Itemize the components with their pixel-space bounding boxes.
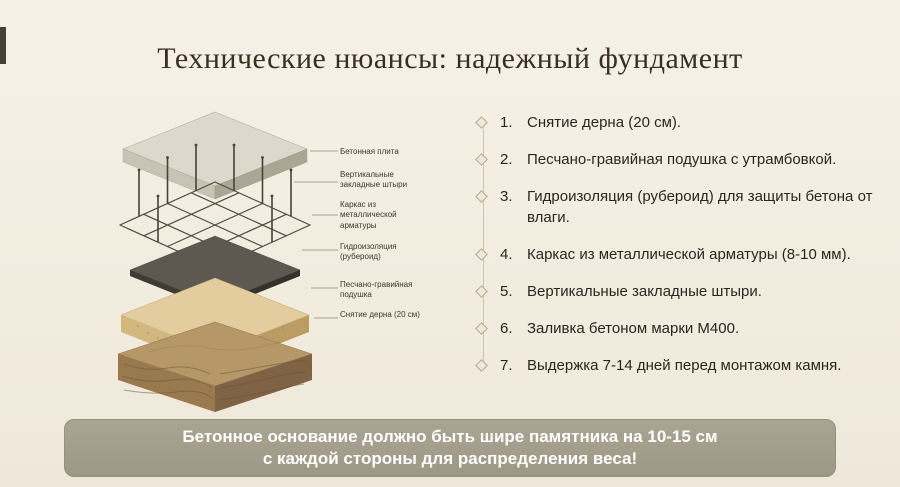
callout-banner: Бетонное основание должно быть шире памя…	[64, 419, 836, 477]
concrete-slab-layer	[122, 111, 308, 200]
left-edge-accent	[0, 27, 6, 64]
step-number: 7.	[500, 357, 513, 374]
diagram-label-rebar-frame: Каркас из металлической арматуры	[340, 200, 397, 230]
diagram-label-sand-cushion: Песчано-гравийная подушка	[340, 280, 413, 300]
label-connectors	[294, 150, 338, 319]
steps-list: 1. Снятие дерна (20 см). 2. Песчано-грав…	[468, 112, 882, 392]
list-item: 5. Вертикальные закладные штыри.	[468, 281, 882, 302]
diamond-bullet-icon	[468, 186, 500, 203]
step-text: Песчано-гравийная подушка с утрамбовкой.	[527, 151, 837, 168]
step-text: Заливка бетоном марки М400.	[527, 320, 740, 337]
step-text: Гидроизоляция (рубероид) для защиты бето…	[527, 188, 873, 226]
step-number: 5.	[500, 283, 513, 300]
diagram-label-waterproofing: Гидроизоляция (рубероид)	[340, 242, 397, 262]
list-item: 2. Песчано-гравийная подушка с утрамбовк…	[468, 149, 882, 170]
step-text: Снятие дерна (20 см).	[527, 114, 682, 131]
diagram-label-turf-removal: Снятие дерна (20 см)	[340, 310, 420, 319]
diamond-bullet-icon	[468, 355, 500, 372]
list-item: 3. Гидроизоляция (рубероид) для защиты б…	[468, 186, 882, 228]
diagram-label-embedded-pins: Вертикальные закладные штыри	[340, 170, 408, 190]
list-item: 4. Каркас из металлической арматуры (8-1…	[468, 244, 882, 265]
step-number: 6.	[500, 320, 513, 337]
banner-text-line1: Бетонное основание должно быть шире памя…	[182, 427, 718, 446]
step-number: 1.	[500, 114, 513, 131]
step-text: Выдержка 7-14 дней перед монтажом камня.	[527, 357, 842, 374]
diamond-bullet-icon	[468, 149, 500, 166]
list-item: 6. Заливка бетоном марки М400.	[468, 318, 882, 339]
step-number: 4.	[500, 246, 513, 263]
list-item: 1. Снятие дерна (20 см).	[468, 112, 882, 133]
step-number: 3.	[500, 188, 513, 205]
diamond-bullet-icon	[468, 281, 500, 298]
diamond-bullet-icon	[468, 112, 500, 129]
list-item: 7. Выдержка 7-14 дней перед монтажом кам…	[468, 355, 882, 376]
step-number: 2.	[500, 151, 513, 168]
page-title: Технические нюансы: надежный фундамент	[157, 42, 743, 75]
step-text: Каркас из металлической арматуры (8-10 м…	[527, 246, 851, 263]
foundation-diagram	[117, 111, 338, 412]
diamond-bullet-icon	[468, 244, 500, 261]
step-text: Вертикальные закладные штыри.	[527, 283, 762, 300]
diagram-label-concrete-slab: Бетонная плита	[340, 147, 399, 156]
soil-layer	[117, 321, 313, 412]
banner-text-line2: с каждой стороны для распределения веса!	[262, 449, 638, 468]
steps-vertical-line	[483, 122, 484, 366]
embedded-pins	[137, 143, 293, 242]
diamond-bullet-icon	[468, 318, 500, 335]
